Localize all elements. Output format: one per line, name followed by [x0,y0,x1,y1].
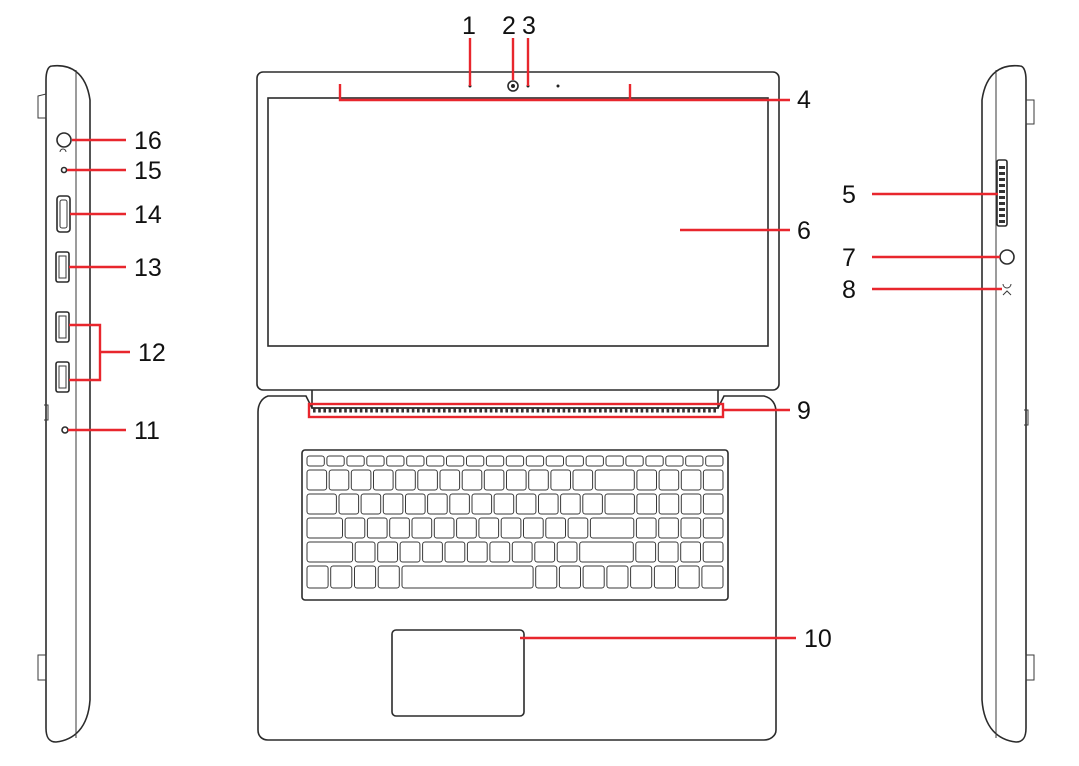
left-side-view [37,64,91,743]
callout-15: 15 [134,157,162,185]
microphone-icon [556,84,560,88]
indicator-light-icon [60,166,68,174]
callout-2: 2 [502,12,516,40]
camera-icon [507,80,519,92]
callout-numbers: 1 2 3 4 5 6 7 8 9 10 11 12 13 14 15 16 [134,12,856,653]
keyboard-icon [301,449,729,601]
laptop-top-view [256,71,780,741]
dc-in-icon [61,426,69,434]
callout-8: 8 [842,276,856,304]
right-side-view [981,64,1035,743]
callout-14: 14 [134,201,162,229]
callout-11: 11 [134,417,160,445]
usb-port-icon [55,361,70,393]
speaker-grille-icon [313,408,716,413]
callout-5: 5 [842,181,856,209]
callout-12: 12 [138,339,166,367]
callout-9: 9 [797,397,811,425]
callout-7: 7 [842,244,856,272]
callout-10: 10 [804,625,832,653]
power-button-icon [999,249,1015,265]
novo-button-icon [1002,283,1012,296]
keyboard-keys [306,455,724,589]
headset-jack-icon [56,132,72,148]
hdmi-port-icon [56,195,71,233]
callout-13: 13 [134,254,162,282]
display-screen [267,97,769,347]
callout-4: 4 [797,86,811,114]
callout-lines [67,38,1002,640]
touchpad-icon [391,629,525,717]
callout-16: 16 [134,127,162,155]
callout-3: 3 [522,12,536,40]
callout-1: 1 [462,12,476,40]
callout-6: 6 [797,217,811,245]
usb-port-icon [55,311,70,343]
